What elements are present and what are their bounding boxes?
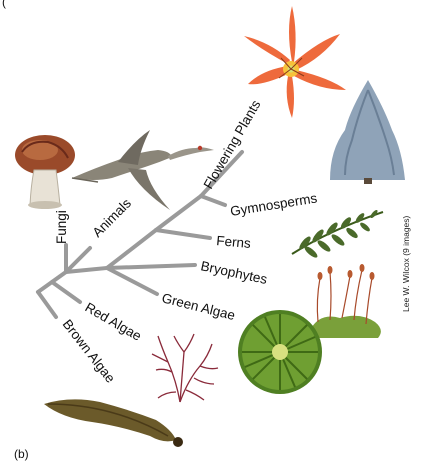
spruce-tree-image [330,80,405,184]
brown-alga-image [44,399,183,447]
branch-bryophytes [105,263,197,270]
crane-image [71,130,214,210]
green-alga-image [238,310,322,394]
label-ferns: Ferns [216,233,252,251]
branch-green-algae [105,266,159,296]
label-animals: Animals [90,195,135,240]
mushroom-image [15,135,75,209]
red-alga-image [151,333,219,403]
lily-flower-image [244,6,346,118]
label-green-algae: Green Algae [160,290,236,323]
image-credit: Lee W. Wilcox (9 images) [401,215,411,312]
branch-brown-algae [36,290,58,319]
branch-ferns [154,228,212,240]
moss-image [310,264,381,338]
top-label-fragment: ( [2,0,6,9]
label-fungi: Fungi [54,210,69,244]
phylogenetic-tree [36,150,244,319]
label-bryophytes: Bryophytes [199,258,268,287]
panel-label: (b) [14,447,29,461]
branch-gymnosperms [199,194,227,207]
label-gymnosperms: Gymnosperms [229,190,318,219]
fern-frond-image [291,209,384,258]
branch-animals [64,246,92,274]
branch-red-algae [50,280,82,304]
branch-flowering-plants [199,150,244,198]
label-flowering-plants: Flowering Plants [201,97,264,191]
label-red-algae: Red Algae [83,300,144,344]
